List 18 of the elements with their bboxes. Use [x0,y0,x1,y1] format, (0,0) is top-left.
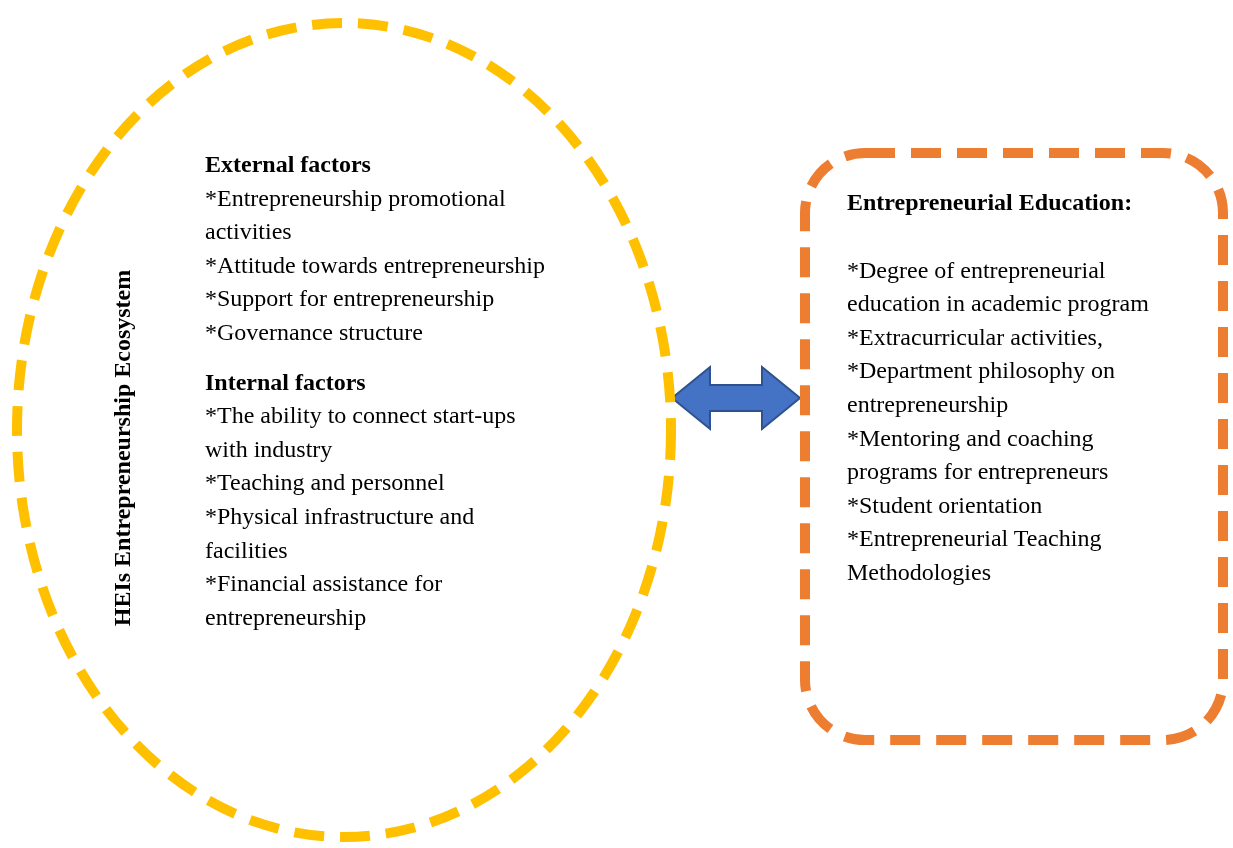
section-heading: External factors [205,150,372,179]
vertical-title: HEIs Entrepreneurship Ecosystem [108,269,136,627]
list-item: *Teaching and personnel [205,468,446,498]
list-item: *Department philosophy on entrepreneurship [847,356,1116,419]
section-heading: Entrepreneurial Education: [847,188,1134,217]
list-item: *Entrepreneurial Teaching Methodologies [847,524,1103,587]
list-item: *Degree of entrepreneurial education in academic program [847,255,1150,319]
list-item: *Support for entrepreneurship [205,284,496,314]
list-item: *The ability to connect start-ups with industry [205,401,517,464]
list-item: *Attitude towards entrepreneurship [205,250,546,280]
list-item: *Mentoring and coaching programs for entrepreneurs [847,423,1110,487]
list-item: *Entrepreneurship promotional activities [205,183,507,247]
list-item: *Financial assistance for entrepreneurship [205,569,444,632]
list-item: *Extracurricular activities, [847,322,1104,352]
section-heading: Internal factors [205,367,367,397]
list-item: *Student orientation [847,490,1044,520]
list-item: *Physical infrastructure and facilities [205,501,476,565]
list-item: *Governance structure [205,317,424,347]
